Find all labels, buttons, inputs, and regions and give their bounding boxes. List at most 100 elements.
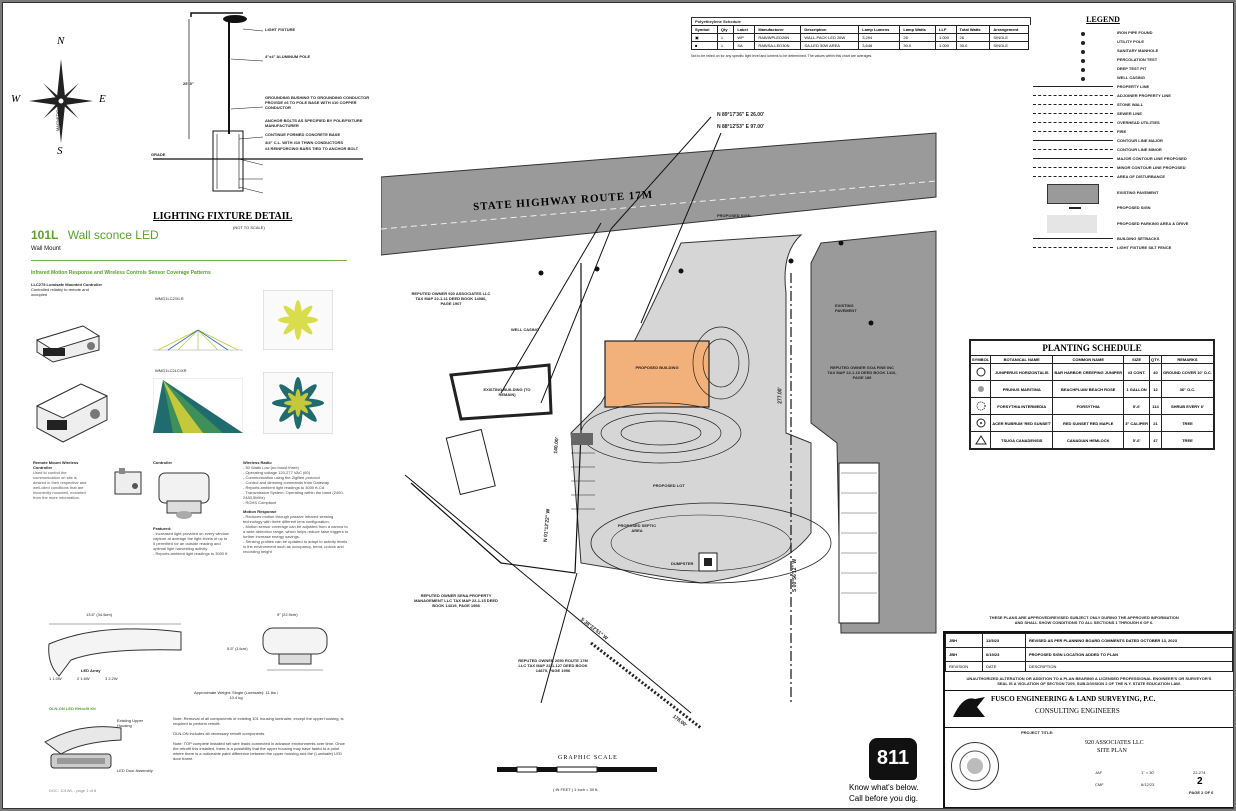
- retrofit-label-0: Existing Upper Housing: [117, 718, 144, 728]
- retrofit-label-1: LED Door Assembly: [117, 768, 153, 773]
- retrofit-title: OLN-ON LED Retrofit Kit: [49, 706, 96, 711]
- legend-symbol-icon: [1047, 184, 1099, 204]
- company-block: FUSCO ENGINEERING & LAND SURVEYING, P.C.…: [945, 691, 1233, 728]
- bearing-2: N 88°12'53" E 97.00': [717, 124, 765, 130]
- bearing-3: S 00°56'12" W: [792, 558, 799, 593]
- lum-h1: Qty: [716, 25, 735, 34]
- sheet-of: PAGE 2 OF 6: [1189, 790, 1214, 795]
- legend-item: SEWER LINE: [1033, 110, 1233, 119]
- project-title-label: PROJECT TITLE:: [1021, 730, 1054, 735]
- lc-text: Controlled reliably to remote and occupi…: [31, 287, 89, 297]
- ps-cell: FORSYTHIA: [1052, 397, 1125, 415]
- site-plan-drawing: [381, 116, 937, 730]
- legend-item: UTILITY POLE: [1033, 38, 1233, 47]
- lum-cell: 1: [716, 41, 735, 50]
- dim-width: 13.6" (34.5cm): [86, 612, 113, 617]
- legend-label: CONTOUR LINE MAJOR: [1117, 138, 1163, 143]
- ps-h2: COMMON NAME: [1052, 355, 1125, 364]
- wireless-item-6: - ROHS Compliant: [243, 500, 277, 505]
- legend-symbol-icon: [1081, 50, 1085, 54]
- wireless-block: Wireless Radio - 50 Watts Low (no boost …: [243, 460, 349, 554]
- ps-cell: CANADIAN HEMLOCK: [1052, 431, 1125, 450]
- lum-cell: 1: [716, 33, 735, 42]
- legend-symbol-icon: [1081, 41, 1085, 45]
- ps-cell: 5'-6': [1123, 431, 1150, 450]
- wireless-title: Wireless Radio: [243, 460, 272, 465]
- motion-text: - Reduces motion through passive infrare…: [243, 514, 349, 554]
- ps-cell: 1 GALLON: [1123, 380, 1150, 398]
- fixture-image-2: [35, 383, 109, 443]
- ps-cell: BAR HARBOR CREEPING JUNIPER: [1052, 363, 1125, 381]
- legend-item: ADJOINER PROPERTY LINE: [1033, 92, 1233, 101]
- lighting-fixture-detail: 25'-0" GRADE LIGHT FIXTURE 4"x4" ALUMINU…: [143, 9, 373, 231]
- ps-h4: QTY.: [1149, 355, 1162, 364]
- legend-label: EXISTING PAVEMENT: [1117, 190, 1159, 195]
- planting-title: PLANTING SCHEDULE: [969, 339, 1215, 356]
- led-array-2: 3 2.2W: [105, 676, 118, 681]
- legend-item: AREA OF DISTURBANCE: [1033, 173, 1233, 182]
- pavement-label: EXISTING PAVEMENT: [835, 303, 857, 313]
- legend-symbol-icon: [1033, 167, 1113, 168]
- pe-seal: [951, 742, 999, 790]
- grade-label: GRADE: [151, 152, 166, 157]
- table-row: FORSYTHIA INTERMEDIA FORSYTHIA 5'-6' 114…: [969, 397, 1215, 415]
- fixture-image-1: [35, 325, 101, 363]
- coverage-pattern-side-a: [153, 329, 243, 351]
- compass-n: N: [57, 35, 65, 47]
- rev-cell: DATE: [982, 661, 1026, 672]
- ps-cell: 12: [1149, 380, 1162, 398]
- legend-symbol-icon: [1033, 131, 1113, 132]
- legend-label: PROPERTY LINE: [1117, 84, 1150, 89]
- lum-h9: Arrangement: [989, 25, 1029, 34]
- lum-h3: Manufacturer: [754, 25, 802, 34]
- legend-label: AREA OF DISTURBANCE: [1117, 174, 1166, 179]
- table-row: TSUGA CANADENSIS CANADIAN HEMLOCK 5'-6' …: [969, 431, 1215, 450]
- led-array-title: LED Array: [81, 668, 101, 673]
- remote-title: Remote Mount Wireless Controller: [33, 460, 79, 470]
- lum-cell: 30.0: [955, 41, 991, 50]
- legend-symbol-icon: [1033, 238, 1113, 239]
- callout-5: 3/4" C.L. WITH #10 THWN CONDUCTORS: [265, 140, 344, 145]
- sheet-name: SITE PLAN: [1097, 748, 1127, 754]
- legend-label: DEEP TEST PIT: [1117, 66, 1147, 71]
- legend-symbol-icon: [1033, 95, 1113, 96]
- legend-label: OVERHEAD UTILITIES: [1117, 120, 1160, 125]
- 811-logo-text: 811: [876, 747, 910, 769]
- dig-line-2: Call before you dig.: [849, 794, 918, 803]
- luminaire-header-row: Symbol Qty Label Manufacturer Descriptio…: [691, 25, 1029, 34]
- callout-0: LIGHT FIXTURE: [265, 27, 296, 32]
- title-block: JBH 11/5/23 REVISED AS PER PLANNING BOAR…: [943, 631, 1233, 808]
- project-block: PROJECT TITLE: 920 ASSOCIATES LLC SITE P…: [945, 728, 1233, 798]
- legend-label: LIGHT FIXTURE SILT FENCE: [1117, 245, 1172, 250]
- legend-item: OVERHEAD UTILITIES: [1033, 119, 1233, 128]
- legend-item: PROPERTY LINE: [1033, 83, 1233, 92]
- owner-2: REPUTED OWNER GOA FINE INC TAX MAP 22-1-…: [827, 365, 897, 380]
- product-divider: [31, 260, 347, 261]
- rev-cell: 11/5/23: [982, 633, 1026, 648]
- company-name: FUSCO ENGINEERING & LAND SURVEYING, P.C.: [991, 695, 1156, 703]
- detail-title: LIGHTING FIXTURE DETAIL: [153, 211, 293, 222]
- unauthorized-note: UNAUTHORIZED ALTERATION OR ADDITION TO A…: [945, 672, 1233, 691]
- drawn-by: JAF: [1095, 770, 1103, 775]
- features-title: Featured:: [153, 526, 172, 531]
- lum-h4: Description: [800, 25, 860, 34]
- luminaire-schedule-title: Polyetheylene Schedule: [691, 17, 1031, 25]
- ps-cell: BEACHPLUM/ BEACH ROSE: [1052, 380, 1125, 398]
- ps-cell: 21: [1149, 414, 1162, 432]
- fixture-side-drawing: [48, 623, 182, 677]
- legend-item: BUILDING SETBACKS: [1033, 235, 1233, 244]
- site-plan: STATE HIGHWAY ROUTE 17M N 89°17'36" E 26…: [381, 103, 941, 743]
- lum-cell: RAB/SA-LED30N: [754, 41, 802, 50]
- legend-item: FIRE: [1033, 128, 1233, 137]
- ps-cell: 36" O.C.: [1160, 380, 1215, 398]
- legend-item: IRON PIPE FOUND: [1033, 29, 1233, 38]
- light-pole-drawing: [153, 12, 363, 194]
- legend-label: SANITARY MANHOLE: [1117, 48, 1159, 53]
- remote-block: Remote Mount Wireless Controller Used to…: [33, 460, 88, 500]
- lum-cell: WP: [733, 33, 756, 42]
- luminaire-schedule: Polyetheylene Schedule Symbol Qty Label …: [691, 17, 1031, 59]
- table-row: JBH 11/5/23 REVISED AS PER PLANNING BOAR…: [945, 633, 1233, 648]
- legend-title: LEGEND: [1086, 15, 1120, 24]
